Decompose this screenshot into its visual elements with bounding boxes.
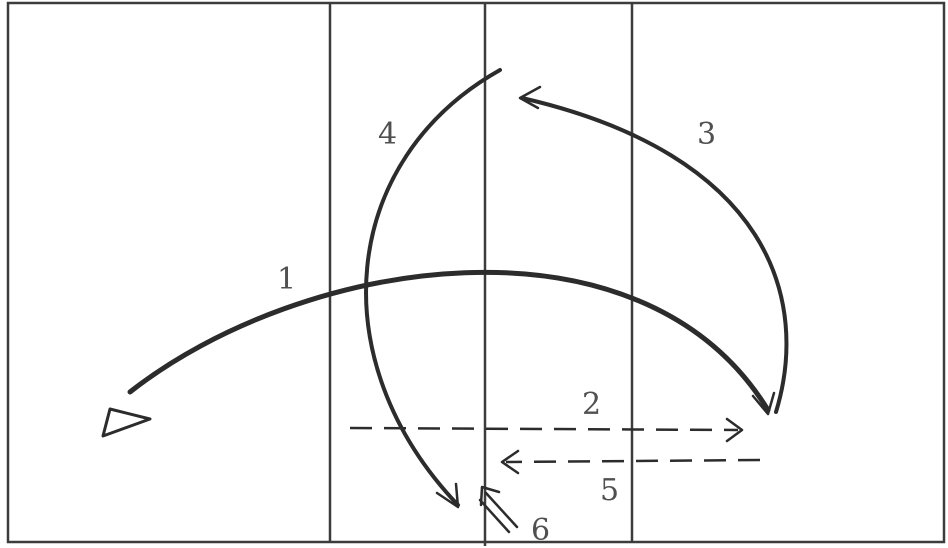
label-2: 2 bbox=[582, 387, 601, 422]
label-3: 3 bbox=[697, 117, 716, 152]
path-6-line-b bbox=[478, 498, 511, 534]
path-6-line-a bbox=[484, 491, 519, 529]
path-2-arrowhead bbox=[725, 417, 744, 443]
path-3-arrowhead bbox=[518, 85, 542, 110]
path-6-arrowhead bbox=[479, 485, 501, 507]
path-5 bbox=[505, 458, 761, 464]
label-5: 5 bbox=[600, 473, 619, 508]
triangle-icon bbox=[101, 407, 152, 438]
label-4: 4 bbox=[378, 117, 397, 152]
path-1 bbox=[127, 269, 771, 413]
path-3 bbox=[520, 96, 789, 414]
court-border bbox=[6, 1, 946, 544]
path-4-arrowhead bbox=[435, 482, 460, 509]
path-4 bbox=[364, 68, 502, 507]
path-2 bbox=[349, 426, 739, 432]
label-1: 1 bbox=[277, 262, 296, 297]
label-6: 6 bbox=[531, 513, 550, 548]
path-5-arrowhead bbox=[500, 449, 520, 475]
path-1-arrowhead bbox=[751, 391, 776, 416]
